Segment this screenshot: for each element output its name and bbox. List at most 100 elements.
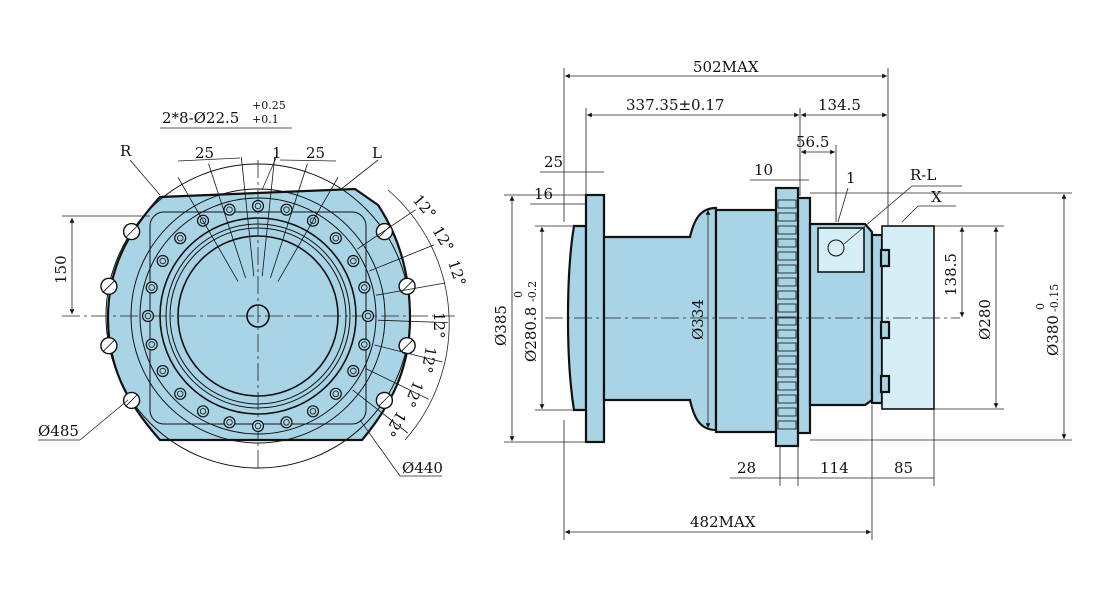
label-dia-440: Ø440 — [402, 459, 443, 477]
gear-tooth — [777, 303, 797, 313]
label-dia-280-8-tol-lower: -0.2 — [526, 281, 539, 302]
port-hole — [827, 239, 845, 257]
label-dim-56-5: 56.5 — [796, 133, 829, 151]
leader-rl — [843, 185, 913, 245]
mount-flange — [584, 193, 606, 444]
inner-bolt — [223, 203, 236, 216]
side-view: 502MAX 337.35±0.17 134.5 56.5 10 25 16 1… — [492, 58, 1072, 540]
label-mount-max: 482MAX — [690, 513, 756, 531]
inner-bolt-core — [199, 217, 207, 224]
inner-bolt — [361, 309, 375, 323]
leader-side-1 — [837, 187, 849, 223]
label-bolt-tol-upper: +0.25 — [252, 99, 286, 112]
label-dia-334: Ø334 — [689, 299, 707, 340]
dim-25-right-line — [279, 159, 337, 162]
inner-bolt-core — [364, 312, 372, 320]
plug-1 — [879, 248, 891, 268]
label-dia-380: Ø380 — [1044, 315, 1062, 356]
radial-line — [208, 163, 246, 279]
gear-tooth — [777, 199, 797, 209]
label-angle-5: 12° — [417, 345, 439, 374]
inner-bolt-core — [199, 408, 207, 415]
angle-ray — [352, 389, 408, 434]
inner-bolt — [141, 309, 155, 323]
gear-tooth — [777, 225, 797, 235]
angle-ray — [365, 368, 429, 400]
gear-tooth — [777, 251, 797, 261]
port-block — [817, 227, 865, 273]
inner-bolt-core — [226, 419, 233, 426]
label-dia-485: Ø485 — [38, 422, 79, 440]
plug-2 — [879, 320, 891, 340]
inner-bolt — [280, 203, 293, 216]
label-bolt-pattern: 2*8-Ø22.5 — [162, 109, 239, 127]
inner-bolt — [329, 387, 342, 400]
inner-bolt-core — [332, 390, 339, 397]
inner-bolt-core — [283, 206, 290, 213]
bolt-hole-cross — [102, 339, 116, 352]
dim-25-left-line — [177, 157, 241, 162]
rear-cover — [881, 225, 935, 410]
inner-bolt-core — [148, 284, 155, 291]
gear-tooth — [777, 238, 797, 248]
gear-tooth — [777, 381, 797, 391]
label-dim-138-5: 138.5 — [942, 253, 960, 296]
label-dim-150: 150 — [52, 255, 70, 284]
radial-line — [177, 177, 239, 282]
label-rear-len: 134.5 — [818, 96, 861, 114]
inner-bolt — [156, 364, 169, 378]
inner-bolt-core — [144, 312, 152, 320]
label-port-r: R — [120, 142, 132, 160]
label-dia-380-tol-upper: 0 — [1034, 303, 1047, 310]
inner-bolt — [347, 254, 360, 268]
label-dim-85: 85 — [894, 459, 913, 477]
inner-bolt — [196, 405, 210, 418]
leader-1 — [261, 157, 277, 191]
gear-tooth — [777, 368, 797, 378]
bolt-hole-cross — [102, 280, 116, 293]
inner-bolt — [223, 416, 236, 429]
label-angle-1: 12° — [409, 191, 440, 223]
angle-ray — [377, 319, 448, 323]
leader-440 — [359, 419, 401, 477]
label-overall-max: 502MAX — [693, 58, 759, 76]
plug-3 — [879, 374, 891, 394]
gear-teeth — [777, 199, 797, 430]
label-port-rl: R-L — [910, 166, 936, 184]
leader-x — [901, 205, 919, 223]
gear-tooth — [777, 290, 797, 300]
inner-bolt-core — [361, 341, 368, 348]
inner-bolt-core — [176, 390, 184, 397]
inner-bolt — [329, 232, 342, 245]
gear-tooth — [777, 264, 797, 274]
angle-ray — [357, 209, 416, 250]
inner-bolt — [145, 281, 158, 294]
inner-bolt — [174, 232, 187, 245]
gear-tooth — [777, 277, 797, 287]
label-dim-25-left: 25 — [195, 144, 214, 162]
inner-bolt-core — [159, 367, 166, 375]
inner-bolt — [358, 338, 371, 351]
label-dia-280-8: Ø280.8 — [522, 307, 540, 362]
inner-bolt-core — [254, 422, 262, 430]
radial-line — [240, 156, 255, 277]
label-angle-3: 12° — [444, 258, 469, 289]
angle-ray — [374, 344, 443, 363]
inner-bolt — [347, 364, 360, 378]
angle-ray — [369, 244, 435, 272]
inner-bolt-core — [148, 341, 155, 348]
gear-tooth — [777, 329, 797, 339]
radial-lines — [177, 156, 448, 434]
gear-tooth — [777, 394, 797, 404]
gear-tooth — [777, 420, 797, 430]
leader-485-slant — [79, 399, 129, 441]
label-side-port-1: 1 — [846, 169, 856, 187]
radial-line — [277, 177, 339, 282]
inner-bolt — [280, 416, 293, 429]
inner-bolt-core — [309, 217, 317, 224]
gear-tooth — [777, 316, 797, 326]
inner-bolt-core — [254, 202, 262, 210]
inner-bolt — [358, 281, 371, 294]
inner-bolt-core — [361, 284, 368, 291]
